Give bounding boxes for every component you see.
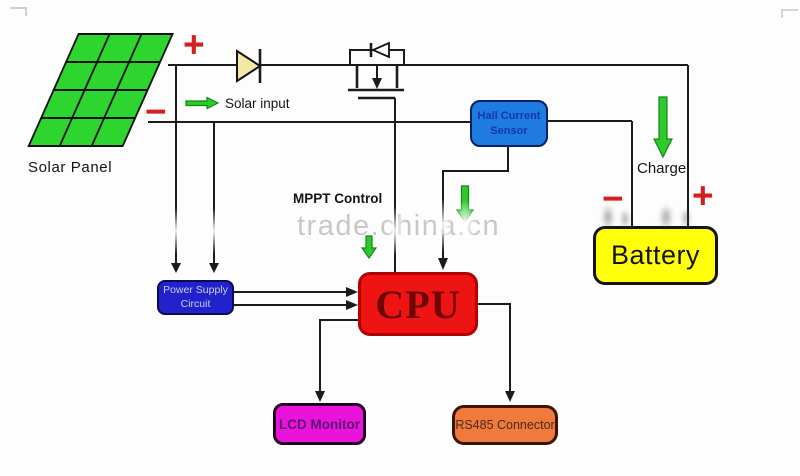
white-smudge — [434, 198, 452, 252]
gray-smudge — [601, 204, 615, 230]
cpu-rs485-wire — [478, 303, 511, 392]
white-smudge — [452, 200, 478, 244]
lcd-monitor-block: LCD Monitor — [273, 403, 366, 445]
solar-input-label: Solar input — [225, 96, 290, 111]
arrowhead-lcd — [315, 391, 325, 402]
arrowhead-psu-cpu-2 — [346, 300, 358, 310]
white-smudge — [205, 208, 223, 254]
solar-minus-sign: − — [145, 91, 167, 132]
charge-arrow-icon — [653, 96, 673, 159]
mosfet-bypass-loop — [349, 49, 405, 65]
blocking-diode — [236, 49, 262, 83]
battery-plus-sign: + — [692, 175, 714, 216]
gray-smudge — [681, 208, 691, 228]
hall-current-sensor-block: Hall Current Sensor — [470, 100, 548, 147]
corner-mark-top-left — [10, 7, 27, 16]
arrowhead-psu-cpu-1 — [346, 287, 358, 297]
mosfet-body-arrowhead — [372, 78, 382, 89]
body-diode-triangle — [370, 41, 390, 59]
arrowhead-rs485 — [505, 391, 515, 402]
white-smudge — [167, 208, 185, 254]
battery-block: Battery — [593, 226, 718, 285]
cpu-block: CPU — [358, 272, 478, 336]
corner-mark-top-right — [781, 9, 798, 18]
arrowhead-psu-minus — [209, 263, 219, 273]
arrowhead-sensor-cpu — [438, 258, 448, 270]
mosfet — [348, 41, 405, 100]
rs485-connector-block: RS485 Connector — [452, 405, 558, 445]
charge-label: Charge — [637, 160, 687, 177]
solar-panel-label: Solar Panel — [28, 159, 113, 176]
arrowhead-psu-plus — [171, 263, 181, 273]
white-smudge — [386, 206, 404, 256]
solar-plus-sign: + — [183, 24, 205, 65]
cpu-lcd-wire — [319, 319, 358, 392]
gray-smudge — [659, 204, 673, 230]
solar-input-arrow-icon — [185, 96, 220, 110]
power-supply-circuit-block: Power Supply Circuit — [157, 280, 234, 315]
mppt-control-label: MPPT Control — [293, 191, 383, 206]
gray-smudge — [620, 209, 630, 229]
